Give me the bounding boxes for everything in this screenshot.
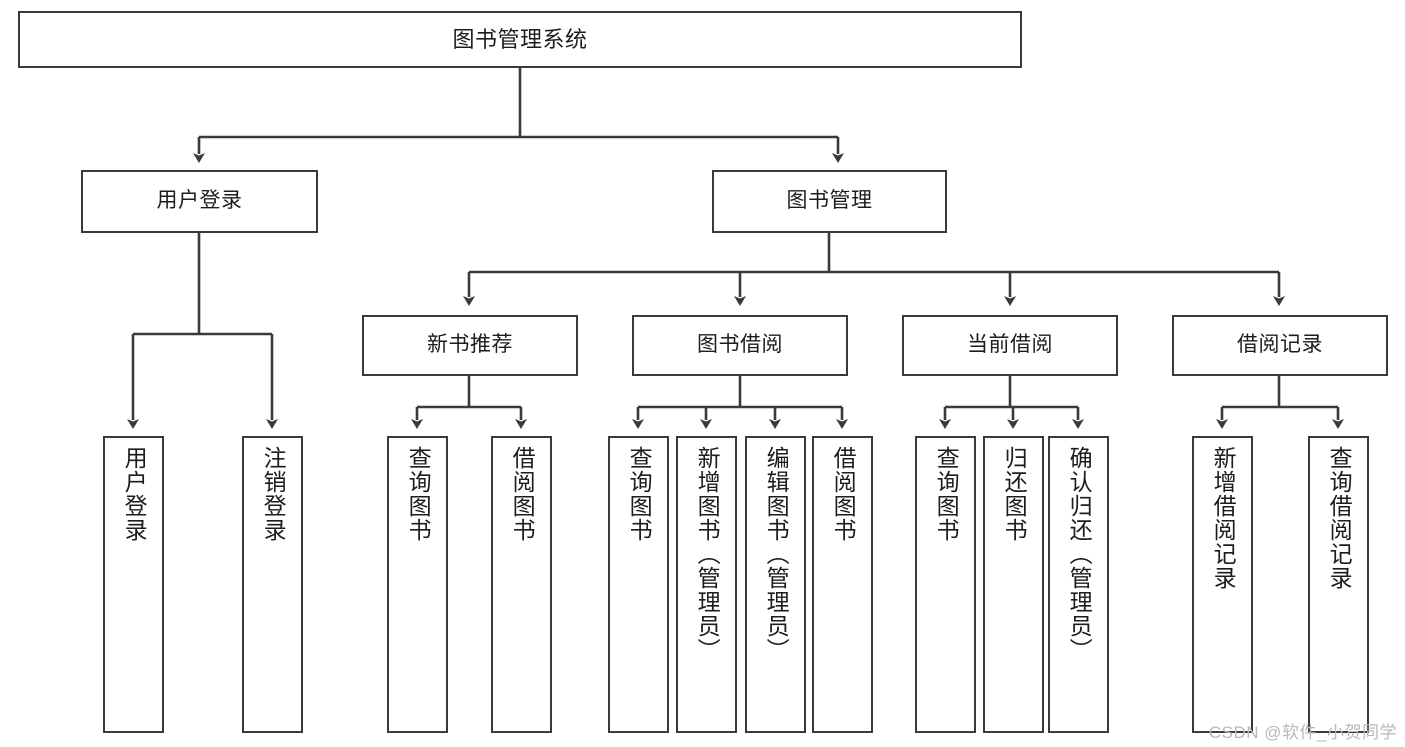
node-label: 查询图书	[405, 446, 432, 542]
edge-group-new-book-recommend	[411, 376, 527, 429]
node-leaf-query-book-borrow[interactable]: 查询图书	[608, 436, 669, 733]
edge-group-user-login	[127, 233, 278, 429]
node-root-system[interactable]: 图书管理系统	[18, 11, 1022, 68]
watermark: CSDN @软件_小贺同学	[1208, 723, 1397, 742]
node-leaf-borrow-book[interactable]: 借阅图书	[812, 436, 873, 733]
node-label: 编辑图书（管理员）	[763, 446, 790, 662]
node-leaf-confirm-return[interactable]: 确认归还（管理员）	[1048, 436, 1109, 733]
node-leaf-borrow-book-recommend[interactable]: 借阅图书	[491, 436, 552, 733]
node-book-management[interactable]: 图书管理	[712, 170, 947, 233]
node-label: 用户登录	[156, 189, 243, 213]
node-label: 图书管理	[786, 189, 873, 213]
node-leaf-user-login[interactable]: 用户登录	[103, 436, 164, 733]
node-book-borrow[interactable]: 图书借阅	[632, 315, 848, 376]
edge-group-current-borrow	[939, 376, 1084, 429]
node-label: 确认归还（管理员）	[1066, 446, 1093, 662]
node-label: 查询图书	[626, 446, 653, 542]
node-label: 图书管理系统	[452, 26, 588, 52]
node-label: 新书推荐	[427, 333, 513, 357]
node-borrow-record[interactable]: 借阅记录	[1172, 315, 1388, 376]
edge-group-borrow-record	[1216, 376, 1344, 429]
node-label: 当前借阅	[967, 333, 1053, 357]
node-leaf-add-book[interactable]: 新增图书（管理员）	[676, 436, 737, 733]
edge-group-book-borrow	[632, 376, 848, 429]
node-new-book-recommend[interactable]: 新书推荐	[362, 315, 578, 376]
node-label: 新增图书（管理员）	[694, 446, 721, 662]
node-leaf-query-borrow-record[interactable]: 查询借阅记录	[1308, 436, 1369, 733]
node-leaf-query-book-current[interactable]: 查询图书	[915, 436, 976, 733]
node-leaf-add-borrow-record[interactable]: 新增借阅记录	[1192, 436, 1253, 733]
node-label: 查询图书	[933, 446, 960, 542]
node-leaf-query-book-recommend[interactable]: 查询图书	[387, 436, 448, 733]
node-label: 查询借阅记录	[1326, 446, 1353, 590]
node-label: 图书借阅	[697, 333, 783, 357]
node-label: 借阅图书	[509, 446, 536, 542]
node-current-borrow[interactable]: 当前借阅	[902, 315, 1118, 376]
node-label: 新增借阅记录	[1210, 446, 1237, 590]
node-leaf-user-logout[interactable]: 注销登录	[242, 436, 303, 733]
node-label: 归还图书	[1001, 446, 1028, 542]
node-label: 借阅图书	[830, 446, 857, 542]
node-label: 用户登录	[121, 446, 148, 542]
edge-group-book-management	[463, 233, 1285, 306]
node-user-login[interactable]: 用户登录	[81, 170, 318, 233]
node-leaf-edit-book[interactable]: 编辑图书（管理员）	[745, 436, 806, 733]
node-label: 注销登录	[260, 446, 287, 542]
node-label: 借阅记录	[1237, 333, 1323, 357]
node-leaf-return-book[interactable]: 归还图书	[983, 436, 1044, 733]
edge-group-root	[193, 68, 844, 163]
